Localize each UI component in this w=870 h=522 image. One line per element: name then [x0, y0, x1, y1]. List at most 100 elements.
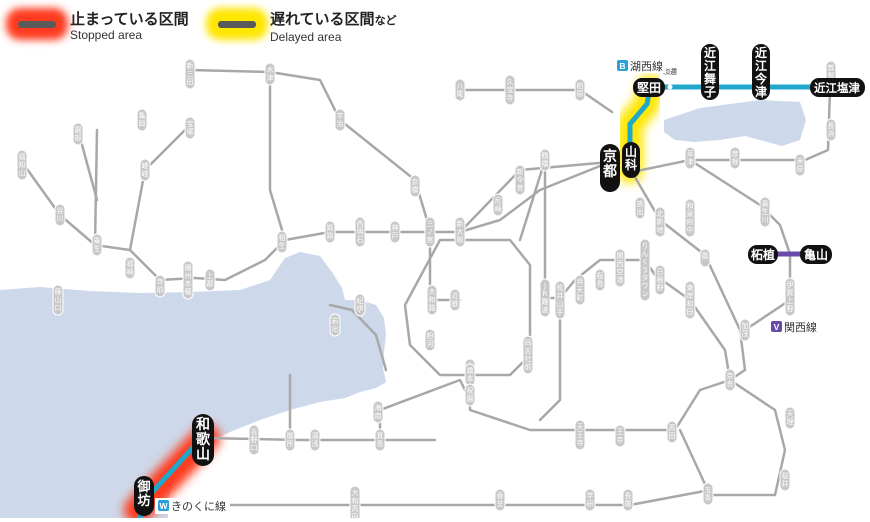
- minor-station[interactable]: 湯浅: [309, 428, 321, 452]
- minor-station[interactable]: 日根野: [654, 264, 666, 296]
- kosei-line-label[interactable]: B 湖西線: [614, 58, 666, 73]
- minor-station[interactable]: 弁天町: [574, 274, 586, 306]
- minor-station[interactable]: 天王寺: [574, 419, 586, 451]
- minor-station[interactable]: 寺前: [154, 274, 166, 298]
- minor-station[interactable]: 福崎: [124, 256, 136, 280]
- station-yamashina[interactable]: 山科: [622, 142, 640, 178]
- minor-station[interactable]: 海南: [372, 400, 384, 424]
- minor-station[interactable]: 岩出: [329, 313, 341, 337]
- station-wani-label: 和邇: [663, 67, 677, 76]
- minor-station[interactable]: 北新地: [654, 206, 666, 238]
- minor-station[interactable]: 亀岡: [136, 108, 148, 132]
- minor-station[interactable]: 相生: [276, 230, 288, 254]
- kansai-name: 関西線: [784, 320, 817, 334]
- station-wakayama[interactable]: 和歌山: [192, 414, 214, 466]
- minor-station[interactable]: 東岸和田: [684, 280, 696, 320]
- minor-station[interactable]: 橋本: [464, 363, 476, 387]
- minor-station[interactable]: 尼崎: [492, 193, 504, 217]
- minor-station[interactable]: 五条: [702, 482, 714, 506]
- minor-station[interactable]: 彦根: [729, 146, 741, 170]
- minor-station[interactable]: 宝塚: [184, 116, 196, 140]
- minor-station[interactable]: 大和路: [426, 284, 438, 316]
- minor-station[interactable]: 久宝寺: [504, 74, 516, 106]
- minor-station[interactable]: 天理: [784, 406, 796, 430]
- minor-station[interactable]: 和泉府中: [684, 198, 696, 238]
- minor-station-box: [492, 193, 504, 217]
- minor-station[interactable]: 新今宮: [514, 164, 526, 196]
- minor-station-label: 学研: [587, 491, 594, 508]
- minor-station[interactable]: 播州赤穂: [182, 260, 194, 300]
- minor-station[interactable]: 長浜: [825, 118, 837, 142]
- station-omishiotsu[interactable]: 近江塩津: [810, 78, 865, 97]
- minor-station-label: 同志社前: [525, 339, 532, 371]
- minor-station[interactable]: 箕島: [374, 428, 386, 452]
- minor-station[interactable]: 香芝: [494, 488, 506, 512]
- minor-station[interactable]: 谷川: [54, 203, 66, 227]
- minor-station[interactable]: 大和高田: [349, 485, 361, 522]
- minor-station[interactable]: 同志社前: [522, 335, 534, 375]
- minor-station[interactable]: 貴生川: [759, 196, 771, 228]
- minor-station-box: [389, 220, 401, 244]
- minor-station[interactable]: 学研: [584, 488, 596, 512]
- minor-station[interactable]: 桜井: [779, 468, 791, 492]
- minor-station[interactable]: 関西空港: [614, 248, 626, 288]
- legend-delayed: 遅れている区間など Delayed area: [206, 8, 397, 45]
- minor-station[interactable]: 三ノ宮: [424, 216, 436, 248]
- station-tsuge[interactable]: 柘植: [748, 245, 778, 264]
- minor-station[interactable]: 加茂: [739, 318, 751, 342]
- minor-station[interactable]: 西明石: [354, 216, 366, 248]
- minor-station[interactable]: 姫路: [324, 220, 336, 244]
- minor-station[interactable]: 粟生: [91, 233, 103, 257]
- minor-station[interactable]: 福知山: [16, 149, 28, 181]
- minor-station[interactable]: 宇治: [334, 108, 346, 132]
- station-katata[interactable]: 堅田: [633, 78, 665, 97]
- minor-station[interactable]: 八尾: [454, 78, 466, 102]
- minor-station[interactable]: 柏原: [574, 78, 586, 102]
- station-gobo[interactable]: 御坊: [134, 476, 154, 516]
- minor-station[interactable]: 新大阪: [454, 216, 466, 248]
- station-kyoto[interactable]: 京都: [600, 144, 620, 192]
- minor-station-label: 加茂: [742, 321, 749, 338]
- minor-station[interactable]: 京橋: [409, 174, 421, 198]
- minor-station[interactable]: 王寺: [614, 424, 626, 448]
- minor-station[interactable]: 鳳: [699, 248, 711, 268]
- kinokuni-line-label[interactable]: W きのくに線: [155, 498, 230, 514]
- minor-station[interactable]: 草津: [684, 146, 696, 170]
- minor-station[interactable]: 奈良: [724, 368, 736, 392]
- minor-station[interactable]: 紀伊: [354, 293, 366, 317]
- minor-station[interactable]: 近鉄: [449, 288, 461, 312]
- minor-station-box: [759, 196, 771, 228]
- minor-station[interactable]: 新三田: [184, 58, 196, 90]
- minor-station-box: [666, 420, 678, 444]
- minor-station[interactable]: 祝園: [464, 383, 476, 407]
- minor-station[interactable]: 嵯峨: [139, 158, 151, 182]
- minor-station[interactable]: 鶴橋: [539, 148, 551, 172]
- station-omiimazu[interactable]: 近江今津: [752, 44, 770, 100]
- minor-station-box: [184, 116, 196, 140]
- minor-station[interactable]: 桜島: [594, 268, 606, 292]
- minor-station[interactable]: 伊賀上野: [784, 277, 796, 317]
- minor-station-box: [699, 248, 711, 268]
- minor-station-label: 京橋: [412, 177, 419, 194]
- minor-station[interactable]: 高田: [666, 420, 678, 444]
- minor-station-label: 播州赤穂: [185, 263, 192, 296]
- station-omimaiko[interactable]: 近江舞子: [701, 44, 719, 100]
- minor-station[interactable]: 放出: [634, 196, 646, 220]
- minor-station[interactable]: 上郡: [204, 268, 216, 292]
- minor-station[interactable]: 神戸: [389, 220, 401, 244]
- minor-station[interactable]: 長尾: [622, 488, 634, 512]
- minor-station[interactable]: りんくうタウン: [639, 238, 651, 302]
- minor-station-label: 草津: [687, 149, 694, 166]
- minor-station[interactable]: 園部: [72, 122, 84, 146]
- kansai-line-label[interactable]: V 関西線: [768, 319, 823, 334]
- minor-station[interactable]: 木津: [264, 62, 276, 86]
- minor-station[interactable]: 米原: [794, 153, 806, 177]
- legend-delayed-en: Delayed area: [270, 30, 342, 44]
- minor-station[interactable]: 松井山手: [554, 280, 566, 320]
- minor-station[interactable]: 御所: [284, 428, 296, 452]
- minor-station[interactable]: 篠山口: [52, 284, 64, 316]
- station-kameyama[interactable]: 亀山: [800, 245, 832, 264]
- minor-station[interactable]: 吉野口: [248, 424, 260, 456]
- minor-station[interactable]: 粉河: [424, 328, 436, 352]
